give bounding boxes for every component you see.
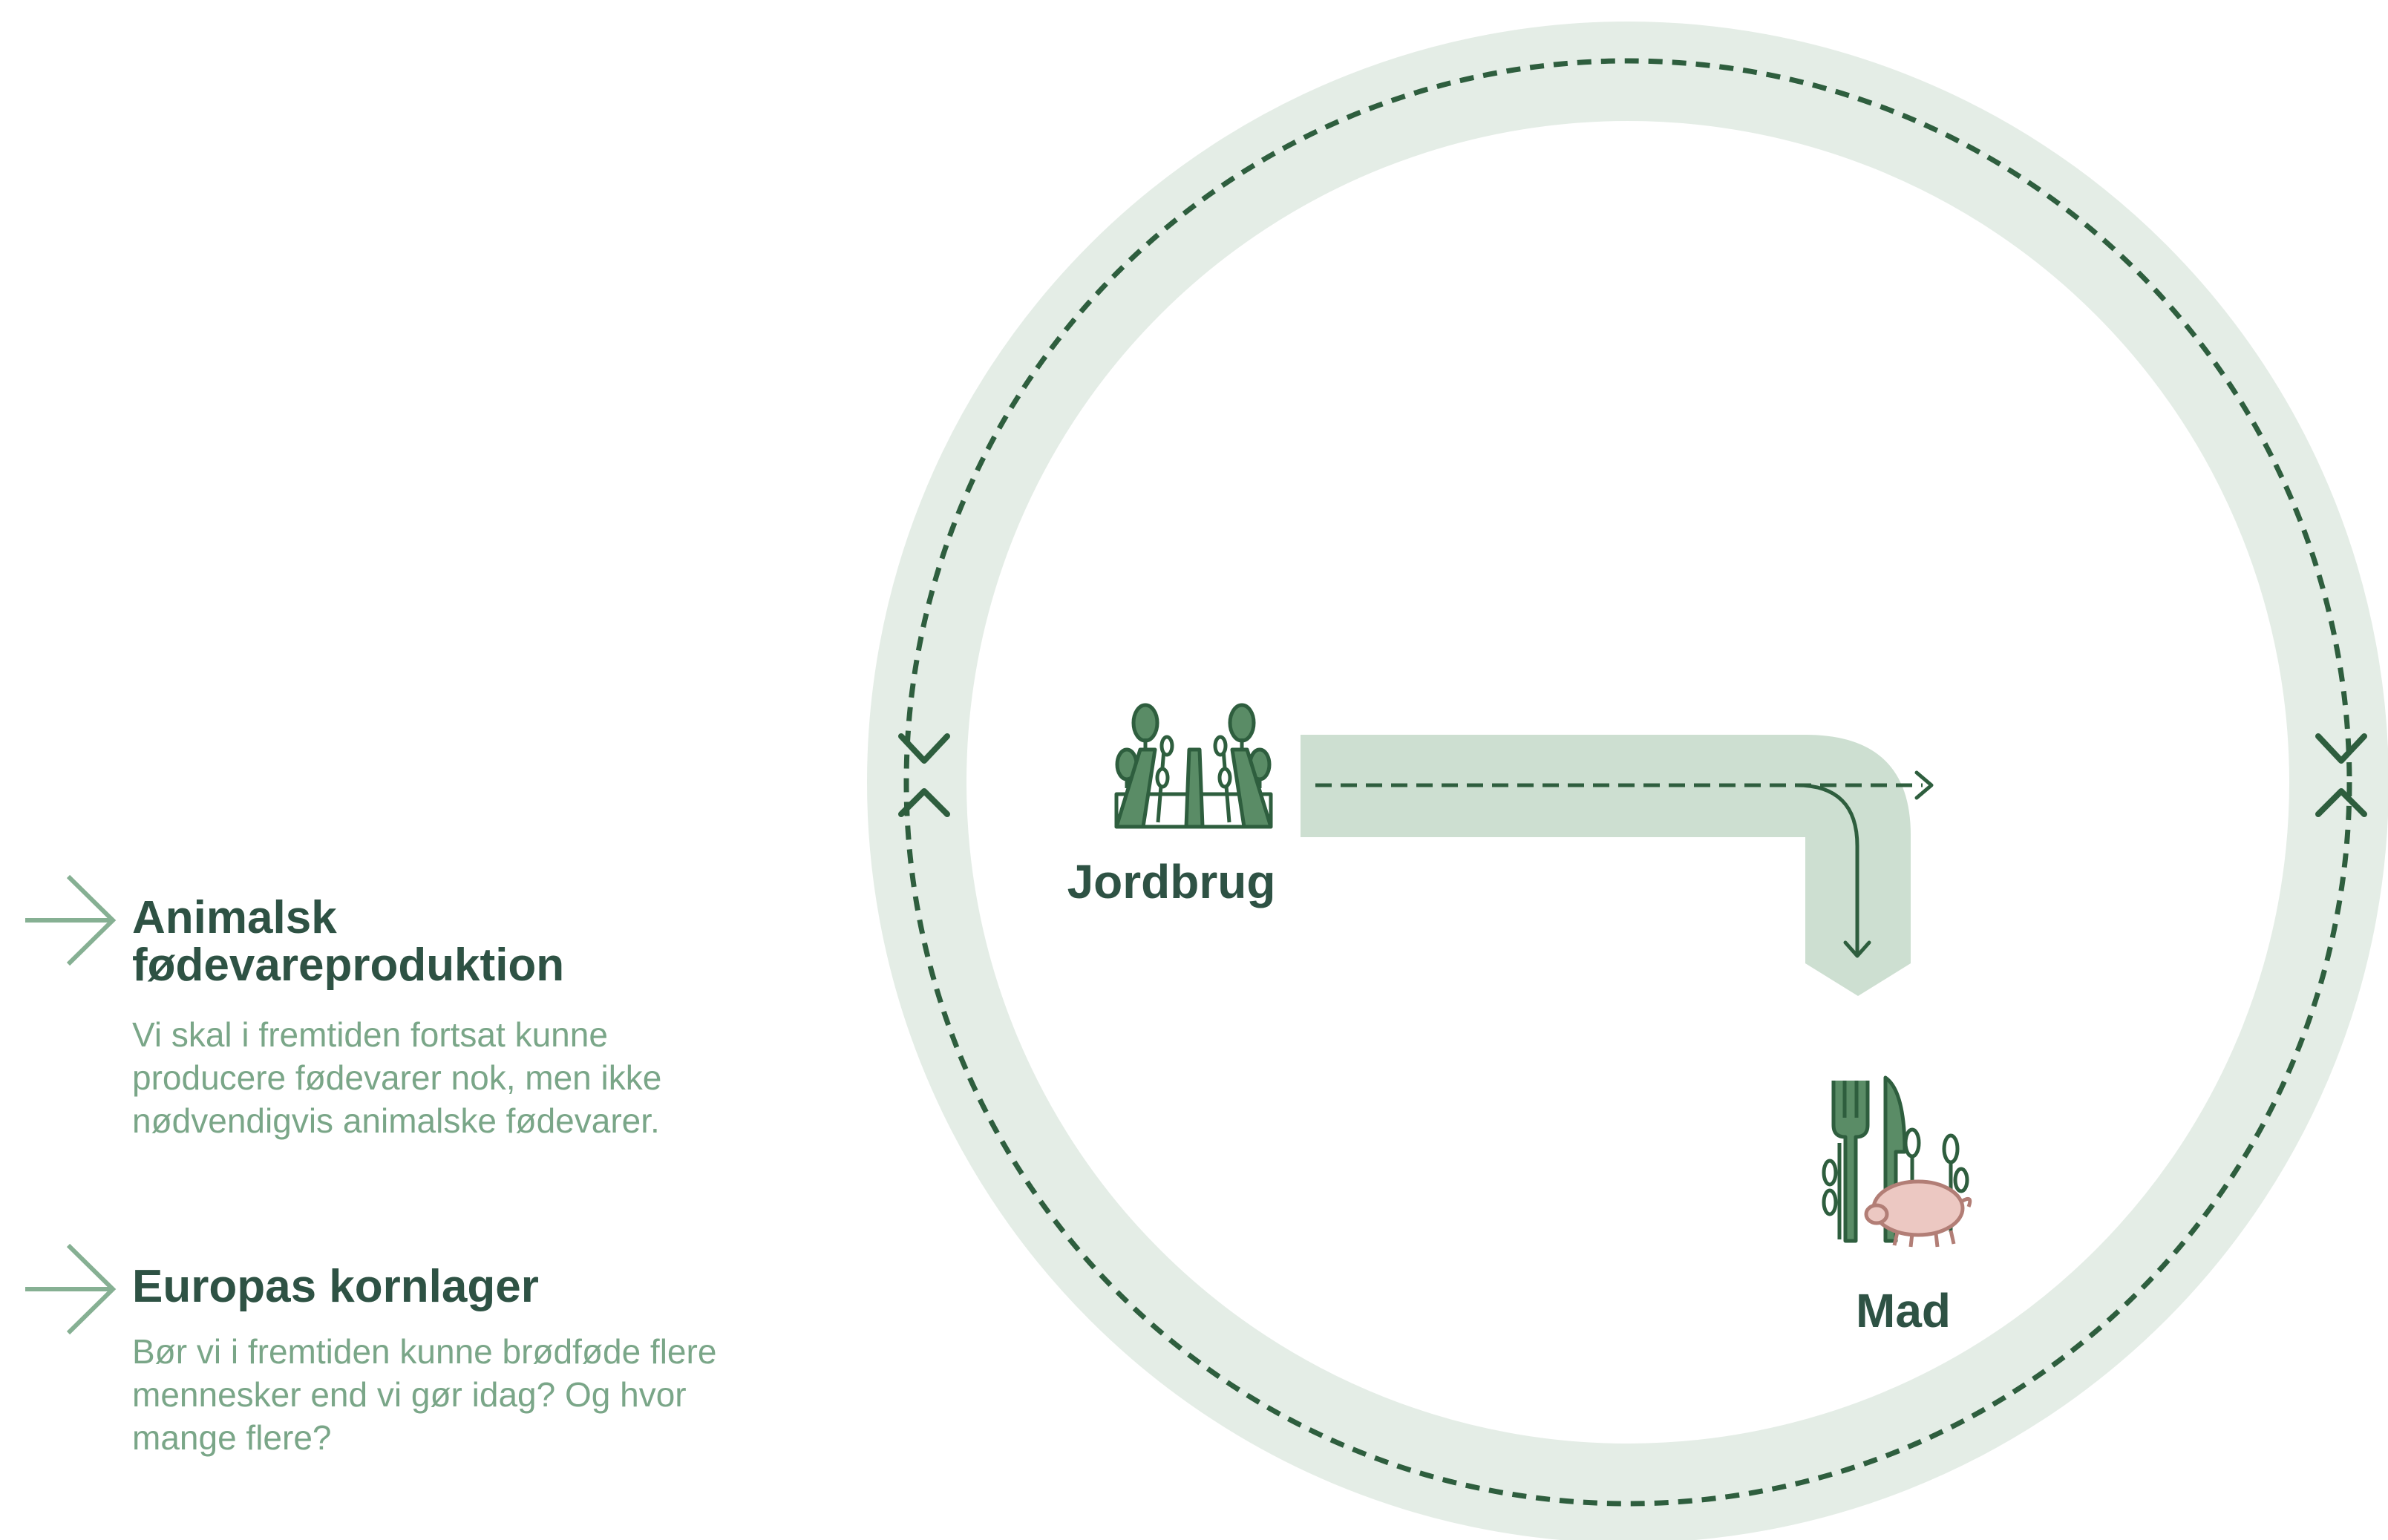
info-description: Vi skal i fremtiden fortsat kunne produc… — [132, 1015, 662, 1140]
cycle-chevron-left-up-icon — [898, 788, 950, 817]
arrow-right-icon — [25, 874, 117, 966]
cycle-chevron-right-up-icon — [2315, 788, 2367, 817]
outer-ring — [867, 22, 2388, 1540]
cycle-chevron-left-down-icon — [898, 733, 950, 764]
flow-arrow-right-icon — [1914, 770, 1934, 800]
cycle-dashed-line — [903, 58, 2352, 1507]
food-icon — [1822, 1075, 1972, 1248]
flow-arrow-down-icon — [1843, 940, 1871, 958]
field-icon — [1114, 703, 1273, 829]
node-label-jordbrug: Jordbrug — [1067, 855, 1276, 908]
cycle-chevron-right-down-icon — [2315, 733, 2367, 764]
node-label-mad: Mad — [1856, 1284, 1951, 1337]
flow-bend-arrow — [1796, 783, 1859, 954]
arrow-right-icon — [25, 1243, 117, 1335]
info-description: Bør vi i fremtiden kunne brødføde flere … — [132, 1332, 717, 1457]
flow-band — [1301, 735, 1911, 996]
info-title: Animalsk fødevareproduktion — [132, 892, 565, 991]
info-title: Europas kornlager — [132, 1261, 539, 1312]
